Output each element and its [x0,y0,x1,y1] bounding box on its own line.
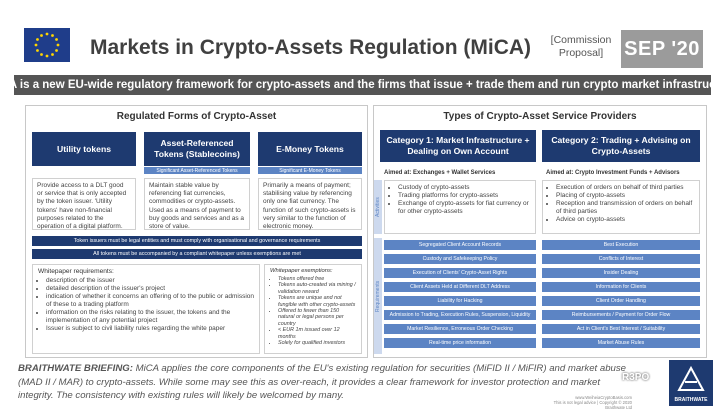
issuer-requirements-bar: Token issuers must be legal entities and… [32,236,362,246]
token-type-utility: Utility tokens [32,132,136,166]
list-item: < EUR 1m issued over 12 months [278,327,356,340]
description-e-money: Primarily a means of payment; stabilisin… [258,178,362,230]
category-2-activities-list: Execution of orders on behalf of third p… [548,184,694,224]
panel-title-left: Regulated Forms of Crypto-Asset [116,111,277,122]
logo-text: BRAITHWATE [674,397,708,403]
watermark: R3PO [622,372,650,383]
list-item: description of the issuer [46,277,254,285]
category-1-activities: Custody of crypto-assetsTrading platform… [384,180,536,234]
list-item: Tokens offered free [278,276,356,282]
requirement-bar: Client Order Handling [542,296,700,306]
list-item: Offered to fewer than 150 natural or leg… [278,308,356,327]
requirement-bar: Admission to Trading, Execution Rules, S… [384,310,536,320]
briefing-body: MiCA applies the core components of the … [18,363,627,401]
category-2-aimed: Aimed at: Crypto Investment Funds + Advi… [546,170,680,176]
eu-star-icon [55,49,58,52]
logo-mark-icon [677,365,705,391]
token-type-asset-referenced: Asset-Referenced Tokens (Stablecoins) [144,132,250,166]
date-badge: SEP '20 [621,30,703,68]
list-item: Advice on crypto-assets [556,216,694,224]
requirement-bar: Segregated Client Account Records [384,240,536,250]
requirement-bar: Client Assets Held at Different DLT Addr… [384,282,536,292]
eu-star-icon [45,32,49,36]
requirement-bar: Custody and Safekeeping Policy [384,254,536,264]
list-item: Placing of crypto-assets [556,192,694,200]
list-item: Exchange of crypto-assets for fiat curre… [398,200,530,216]
requirement-bar: Best Execution [542,240,700,250]
list-item: Custody of crypto-assets [398,184,530,192]
eu-star-icon [36,38,39,41]
subtitle-line-2: Proposal] [558,47,604,59]
category-2-header: Category 2: Trading + Advising on Crypto… [542,130,700,162]
list-item: Solely for qualified investors [278,340,356,346]
whitepaper-requirements: Whitepaper requirements: description of … [32,264,260,354]
eu-star-icon [40,34,43,37]
token-type-e-money: E-Money Tokens [258,132,362,166]
list-item: Execution of orders on behalf of third p… [556,184,694,192]
exemptions-heading: Whitepaper exemptions: [270,268,333,274]
list-item: indication of whether it concerns an off… [46,293,254,309]
exemptions-list: Tokens offered freeTokens auto-created v… [270,276,356,346]
eu-flag-icon [24,28,70,62]
page-title: Markets in Crypto-Assets Regulation (MiC… [90,36,532,59]
eu-star-icon [34,43,38,47]
description-asset-referenced: Maintain stable value by referencing fia… [144,178,250,230]
footer-website: www.WeiheiaCryptoBasis.com [575,395,632,400]
requirement-bar: Act in Client's Best Interest / Suitabil… [542,324,700,334]
requirement-bar: Real-time price information [384,338,536,348]
eu-star-icon [51,53,54,56]
requirement-bar: Insider Dealing [542,268,700,278]
list-item: Trading platforms for crypto-assets [398,192,530,200]
briefing-label: BRAITHWATE BRIEFING: [18,363,133,374]
header: Markets in Crypto-Assets Regulation (MiC… [10,8,714,68]
sub-label-significant-art: Significant Asset-Referenced Tokens [144,167,250,174]
service-providers-panel: Types of Crypto-Asset Service Providers … [373,105,707,358]
category-1-activities-list: Custody of crypto-assetsTrading platform… [390,184,530,216]
list-item: Issuer is subject to civil liability rul… [46,325,254,333]
whitepaper-requirement-bar: All tokens must be accompanied by a comp… [32,249,362,259]
whitepaper-exemptions: Whitepaper exemptions: Tokens offered fr… [264,264,362,354]
sub-label-significant-emt: Significant E-Money Tokens [258,167,362,174]
category-1-aimed: Aimed at: Exchanges + Wallet Services [384,170,496,176]
whitepaper-heading: Whitepaper requirements: [38,268,114,275]
requirement-bar: Liability for Hacking [384,296,536,306]
whitepaper-list: description of the issuerdetailed descri… [38,277,254,333]
braithwate-logo: BRAITHWATE [669,360,713,406]
side-tab-activities: Activities [374,180,382,234]
eu-star-icon [40,53,43,56]
footer-notes: www.WeiheiaCryptoBasis.com This is not l… [540,395,632,410]
side-tab-requirements: Requirements [374,238,382,354]
category-2-activities: Execution of orders on behalf of third p… [542,180,700,234]
eu-star-icon [36,49,39,52]
category-1-header: Category 1: Market Infrastructure + Deal… [380,130,536,162]
list-item: detailed description of the issuer's pro… [46,285,254,293]
requirement-bar: Market Abuse Rules [542,338,700,348]
requirement-bar: Conflicts of Interest [542,254,700,264]
intro-banner: MiCA is a new EU-wide regulatory framewo… [0,75,724,95]
regulated-forms-panel: Regulated Forms of Crypto-Asset Utility … [25,105,368,358]
eu-star-icon [55,38,58,41]
list-item: Tokens are unique and not fungible with … [278,295,356,308]
requirement-bar: Reimbursements / Payment for Order Flow [542,310,700,320]
eu-star-icon [56,43,60,47]
subtitle: [Commission Proposal] [545,34,617,60]
requirement-bar: Execution of Clients' Crypto-Asset Right… [384,268,536,278]
briefing-text: BRAITHWATE BRIEFING: MiCA applies the co… [18,362,628,403]
panel-title-right: Types of Crypto-Asset Service Providers [443,111,637,122]
list-item: information on the risks relating to the… [46,309,254,325]
footer-copyright: This is not legal advice | Copyright © 2… [553,400,632,410]
eu-star-icon [51,34,54,37]
requirement-bar: Information for Clients [542,282,700,292]
description-utility: Provide access to a DLT good or service … [32,178,136,230]
subtitle-line-1: [Commission [550,34,612,46]
list-item: Reception and transmission of orders on … [556,200,694,216]
eu-star-icon [45,54,49,58]
requirement-bar: Market Resilience, Erroneous Order Check… [384,324,536,334]
eu-stars-icon [24,28,70,62]
list-item: Tokens auto-created via mining / validat… [278,282,356,295]
